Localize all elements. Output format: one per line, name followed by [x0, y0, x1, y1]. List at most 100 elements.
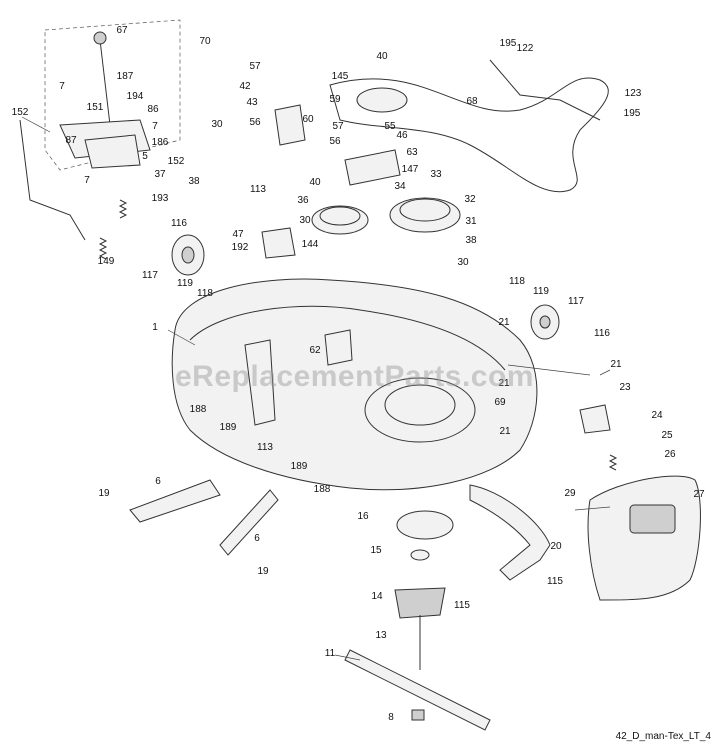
part-callout: 186 — [151, 137, 169, 148]
part-callout: 144 — [301, 239, 319, 250]
part-callout: 14 — [371, 591, 383, 602]
part-callout: 189 — [219, 422, 237, 433]
part-callout: 189 — [290, 461, 308, 472]
part-callout: 36 — [297, 195, 309, 206]
part-callout: 7 — [152, 121, 158, 132]
part-callout: 195 — [623, 108, 641, 119]
gauge-wheels — [171, 234, 560, 340]
part-callout: 5 — [142, 151, 148, 162]
part-callout: 40 — [309, 177, 321, 188]
part-callout: 145 — [331, 71, 349, 82]
mower-deck — [171, 278, 538, 491]
part-callout: 60 — [302, 114, 314, 125]
part-callout: 32 — [464, 194, 476, 205]
part-callout: 46 — [396, 130, 408, 141]
part-callout: 115 — [547, 576, 563, 587]
part-callout: 113 — [250, 184, 266, 195]
part-callout: 194 — [126, 91, 144, 102]
part-callout: 1 — [152, 322, 158, 333]
part-callout: 56 — [329, 136, 341, 147]
part-callout: 86 — [147, 104, 159, 115]
part-callout: 21 — [499, 426, 511, 437]
blade-spindle — [344, 510, 491, 731]
part-callout: 195 — [499, 38, 517, 49]
part-callout: 38 — [188, 176, 200, 187]
part-callout: 23 — [619, 382, 631, 393]
part-callout: 152 — [11, 107, 29, 118]
part-callout: 188 — [189, 404, 207, 415]
lift-lever-assembly — [19, 19, 181, 260]
part-callout: 188 — [313, 484, 331, 495]
part-callout: 69 — [494, 397, 506, 408]
part-callout: 115 — [454, 600, 470, 611]
part-callout: 187 — [116, 71, 134, 82]
part-callout: 116 — [594, 328, 610, 339]
part-callout: 63 — [406, 147, 418, 158]
part-callout: 7 — [59, 81, 65, 92]
part-callout: 70 — [199, 36, 211, 47]
part-callout: 149 — [97, 256, 115, 267]
part-callout: 21 — [498, 378, 510, 389]
part-callout: 87 — [65, 135, 77, 146]
part-callout: 57 — [249, 61, 261, 72]
leader-lines — [21, 116, 611, 661]
part-callout: 40 — [376, 51, 388, 62]
part-callout: 122 — [516, 43, 534, 54]
part-callout: 6 — [155, 476, 161, 487]
part-callout: 31 — [465, 216, 477, 227]
part-callout: 30 — [299, 215, 311, 226]
part-callout: 192 — [231, 242, 249, 253]
part-callout: 62 — [309, 345, 321, 356]
part-callout: 47 — [232, 229, 244, 240]
part-callout: 13 — [375, 630, 387, 641]
drive-belt — [329, 59, 609, 193]
part-callout: 59 — [329, 94, 341, 105]
part-callout: 11 — [324, 648, 336, 659]
part-callout: 26 — [664, 449, 676, 460]
part-callout: 118 — [197, 288, 213, 299]
part-callout: 117 — [568, 296, 584, 307]
watermark: eReplacementParts.com — [175, 360, 534, 393]
part-callout: 147 — [401, 164, 419, 175]
part-callout: 21 — [610, 359, 622, 370]
part-callout: 118 — [509, 276, 525, 287]
part-callout: 33 — [430, 169, 442, 180]
part-callout: 19 — [257, 566, 269, 577]
brackets — [261, 104, 401, 259]
part-callout: 8 — [388, 712, 394, 723]
part-callout: 6 — [254, 533, 260, 544]
part-callout: 123 — [624, 88, 642, 99]
part-callout: 119 — [533, 286, 549, 297]
part-callout: 119 — [177, 278, 193, 289]
part-callout: 116 — [171, 218, 187, 229]
part-callout: 21 — [498, 317, 510, 328]
part-callout: 38 — [465, 235, 477, 246]
part-callout: 151 — [86, 102, 104, 113]
part-callout: 27 — [693, 489, 705, 500]
part-callout: 30 — [457, 257, 469, 268]
part-callout: 193 — [151, 193, 169, 204]
discharge-chute — [579, 404, 701, 601]
part-callout: 68 — [466, 96, 478, 107]
part-callout: 57 — [332, 121, 344, 132]
baffle-plates — [129, 479, 551, 581]
part-callout: 25 — [661, 430, 673, 441]
part-callout: 67 — [116, 25, 128, 36]
part-callout: 20 — [550, 541, 562, 552]
part-callout: 34 — [394, 181, 406, 192]
part-callout: 15 — [370, 545, 382, 556]
part-callout: 55 — [384, 121, 396, 132]
diagram-id-label: 42_D_man-Tex_LT_4 — [615, 731, 711, 742]
part-callout: 113 — [257, 442, 273, 453]
part-callout: 19 — [98, 488, 110, 499]
part-callout: 30 — [211, 119, 223, 130]
part-callout: 117 — [142, 270, 158, 281]
part-callout: 42 — [239, 81, 251, 92]
part-callout: 7 — [84, 175, 90, 186]
part-callout: 24 — [651, 410, 663, 421]
part-callout: 29 — [564, 488, 576, 499]
part-callout: 56 — [249, 117, 261, 128]
part-callout: 16 — [357, 511, 369, 522]
part-callout: 152 — [167, 156, 185, 167]
